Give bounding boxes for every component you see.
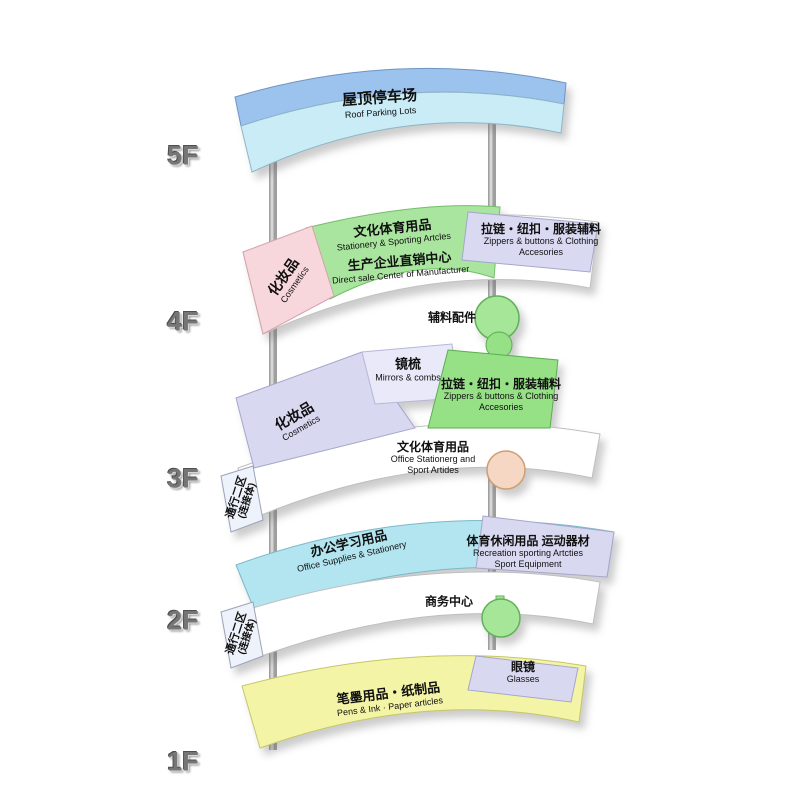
- label-2f-sports: 体育休闲用品 运动器材 Recreation sporting Artcties…: [466, 534, 590, 569]
- label-3f-mirror-zh: 镜梳: [394, 356, 422, 372]
- label-1f-glasses: 眼镜 Glasses: [506, 660, 540, 685]
- label-4f-zipper-zh: 拉链・纽扣・服装辅料: [480, 222, 602, 237]
- label-3f-zipper-en2: Accesories: [478, 401, 524, 412]
- floor-label-1f: 1F: [167, 746, 199, 777]
- label-2f-sports-en2: Sport Equipment: [494, 558, 562, 569]
- f3-zipper-section: [427, 349, 559, 429]
- floor-3f-plate: [220, 331, 601, 533]
- floor-2f-plate: [220, 515, 615, 669]
- label-2f-business-center: 商务中心: [424, 594, 474, 609]
- connector-node-3f: [486, 450, 526, 490]
- f2-lower-white-band: [239, 571, 601, 659]
- f1-glasses-section: [467, 655, 579, 703]
- floor-1f-plate: [241, 655, 587, 749]
- f2-sports-section: [475, 515, 615, 578]
- label-3f-stationery: 文化体育用品 Office Stationerg and Sport Artid…: [390, 440, 476, 475]
- connector-node-2f: [481, 598, 521, 638]
- label-2f-sports-en1: Recreation sporting Artcties: [472, 548, 584, 559]
- roof-face-band: [240, 91, 565, 173]
- label-3f-stationery-zh: 文化体育用品: [396, 440, 470, 455]
- label-3f-stationery-en1: Office Stationerg and: [390, 454, 476, 465]
- label-3f-zipper: 拉链・纽扣・服装辅料 Zippers & buttons & Clothing …: [440, 377, 562, 412]
- label-4f-node-zh: 辅料配件: [427, 310, 477, 325]
- floor-label-3f: 3F: [167, 463, 199, 494]
- label-3f-mirrors: 镜梳 Mirrors & combs: [375, 356, 441, 383]
- floor-label-4f: 4F: [167, 306, 199, 337]
- label-3f-zipper-en1: Zippers & buttons & Clothing: [443, 391, 559, 402]
- floor-5f-plate: [234, 67, 567, 173]
- f2-passage-tab: [220, 601, 264, 669]
- label-4f-zipper: 拉链・纽扣・服装辅料 Zippers & buttons & Clothing …: [480, 222, 602, 257]
- label-2f-sports-zh: 体育休闲用品 运动器材: [466, 534, 590, 549]
- label-4f-accessory-node: 辅料配件: [427, 310, 477, 325]
- floor-label-5f: 5F: [167, 140, 199, 171]
- label-1f-glasses-zh: 眼镜: [510, 660, 536, 675]
- label-5f-roof: 屋顶停车场 Roof Parking Lots: [342, 87, 419, 120]
- floor-label-2f: 2F: [167, 605, 199, 636]
- f4-cosmetics-section: [242, 225, 335, 335]
- label-4f-zipper-en1: Zippers & buttons & Clothing: [483, 236, 599, 247]
- f3-passage-tab: [220, 465, 264, 533]
- f4-zipper-section: [461, 211, 599, 273]
- label-4f-zipper-en2: Accesories: [518, 246, 564, 257]
- label-3f-mirror-en: Mirrors & combs: [375, 372, 441, 383]
- label-1f-glasses-en: Glasses: [506, 674, 540, 685]
- label-3f-stationery-en2: Sport Artides: [407, 464, 459, 475]
- label-2f-business-zh: 商务中心: [424, 594, 474, 609]
- floor-4f-plate: [242, 205, 599, 341]
- label-3f-zipper-zh: 拉链・纽扣・服装辅料: [440, 377, 562, 392]
